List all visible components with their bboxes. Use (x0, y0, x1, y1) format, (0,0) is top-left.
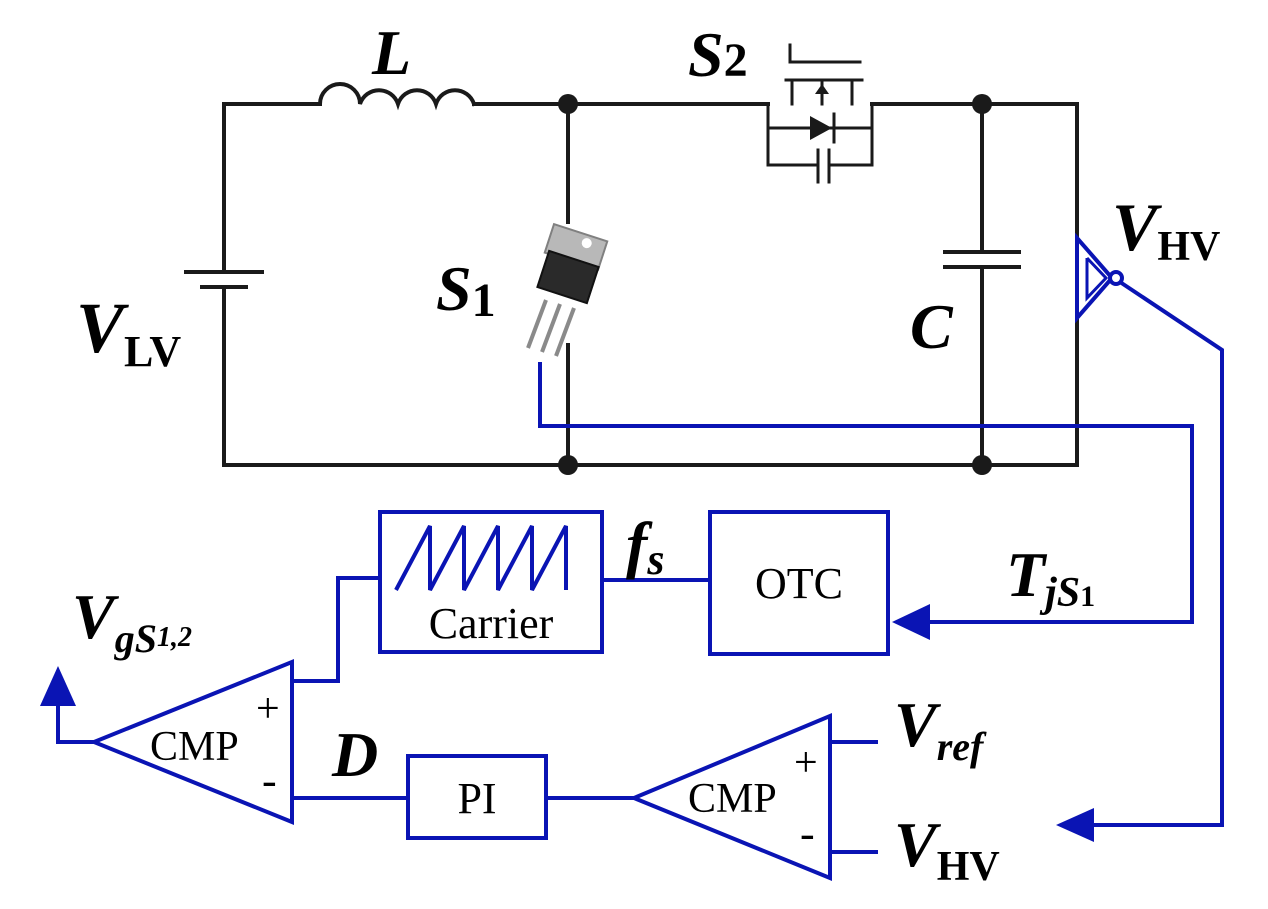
gate-signal-label: VgS1,2 (72, 581, 192, 661)
carrier-label: Carrier (429, 599, 554, 648)
otc-block (708, 510, 890, 656)
mosfet-s2-icon (766, 43, 874, 184)
wire-carrier-to-cmp (292, 576, 380, 683)
duty-label: D (331, 719, 378, 790)
signal-labels: fs TjS1 D VgS1,2 Vref VHV (72, 509, 1095, 890)
cmp-gate-minus: - (262, 756, 277, 805)
vref-label: Vref (894, 689, 987, 769)
voltage-probe-icon (1075, 232, 1115, 324)
inductor-coil (317, 82, 477, 111)
vhv-input-label: VHV (894, 809, 1000, 890)
cmp-volt-label: CMP (688, 776, 777, 822)
capacitor-label: C (910, 291, 954, 362)
cmp-gate-comparator (88, 659, 294, 825)
probe-tip (1108, 270, 1124, 286)
junction-bottom-s1 (558, 455, 578, 475)
arrow-vhv-feedback (1056, 808, 1094, 842)
sawtooth-icon (394, 525, 568, 591)
arrow-gate (40, 666, 76, 706)
tj-label: TjS1 (1006, 539, 1095, 616)
junction-bottom-cap (972, 455, 992, 475)
cmp-gate-label: CMP (150, 724, 239, 770)
junction-top-s1 (558, 94, 578, 114)
arrow-tj (892, 604, 930, 640)
junction-top-cap (972, 94, 992, 114)
pi-label: PI (457, 774, 496, 823)
cmp-gate-plus: + (256, 686, 280, 732)
control-blocks: Carrier OTC PI CMP + - CMP + - (88, 510, 890, 881)
pi-block (406, 754, 548, 840)
wire-vhv-feedback (1092, 280, 1224, 827)
wire-tj-sense (538, 362, 1194, 624)
switch-s1-label: S1 (436, 253, 496, 327)
output-voltage-label: VHV (1112, 189, 1220, 270)
control-wiring (40, 232, 1224, 854)
transistor-s1-icon (526, 222, 609, 357)
inductor-label: L (371, 17, 411, 88)
power-stage (184, 43, 1079, 475)
switch-s2-label: S2 (688, 19, 748, 90)
power-labels: L S2 S1 C VLV VHV (76, 17, 1220, 376)
otc-label: OTC (755, 559, 843, 608)
fs-label: fs (626, 509, 664, 584)
probe-inner (1085, 256, 1109, 302)
wire-gate-out (56, 700, 94, 744)
source-label: VLV (76, 288, 181, 376)
cmp-volt-minus: - (800, 809, 815, 858)
cmp-voltage-comparator (628, 712, 832, 881)
cmp-volt-plus: + (794, 740, 818, 786)
